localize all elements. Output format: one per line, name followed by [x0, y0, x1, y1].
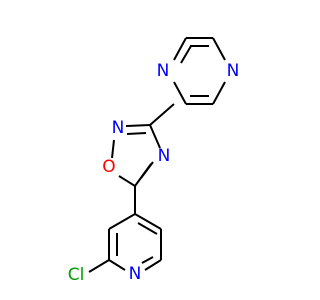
bond-oxadiazole-5 — [149, 124, 161, 149]
bond-oxadiazole-1 — [125, 124, 151, 127]
bond-pyrazine-5 — [173, 81, 187, 105]
molecule-diagram: N N N O N N Cl — [68, 37, 240, 285]
bond-pyrazine-6 — [173, 37, 187, 61]
bond-carbon-chlorine — [88, 259, 110, 273]
atom-label-oxadiazole-o: O — [102, 157, 115, 177]
bond-pyridine-3 — [144, 259, 162, 271]
molecule-canvas: N N N O N N Cl — [67, 37, 240, 285]
bond-oxadiazole-4-double — [140, 161, 154, 179]
bond-pyridine-6 — [108, 213, 136, 230]
atom-label-oxadiazole-n4: N — [158, 146, 171, 166]
pyridine-ring — [108, 213, 162, 271]
atom-label-pyrazine-n1: N — [157, 61, 170, 81]
bond-oxadiazole-3 — [118, 175, 136, 187]
pyrazine-ring — [173, 37, 226, 105]
bond-pyridine-1 — [134, 213, 162, 230]
bond-pyridine-1-double — [137, 222, 158, 235]
bond-pyrazine-6-double — [180, 45, 192, 64]
bond-pyridine-3-double — [141, 256, 154, 264]
bond-oxadiazole-1-double — [126, 132, 147, 135]
bond-pyrazine-oxadiazole — [149, 103, 175, 126]
bond-oxadiazole-2 — [111, 139, 115, 159]
bond-pyrazine-2 — [212, 37, 226, 61]
bond-pyridine-4 — [108, 259, 126, 271]
atom-label-pyrazine-n2: N — [227, 61, 240, 81]
oxadiazole-ring — [111, 124, 161, 187]
bond-pyrazine-3 — [212, 81, 226, 105]
atom-label-chlorine: Cl — [68, 265, 85, 285]
atom-label-oxadiazole-n2: N — [112, 118, 125, 138]
atom-label-pyridine-n: N — [129, 264, 142, 284]
